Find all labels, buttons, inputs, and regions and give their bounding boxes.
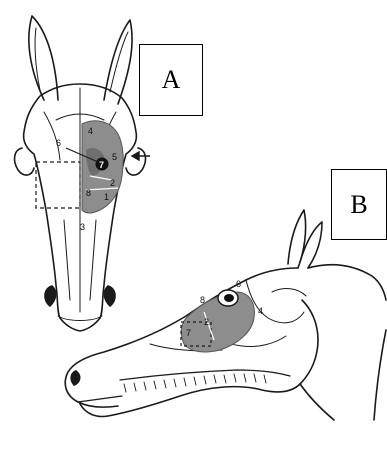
panel-label-b: B — [331, 169, 387, 240]
frontal-number: 6 — [56, 138, 61, 148]
dashed-box-frontal — [36, 162, 80, 208]
neck-front — [300, 384, 334, 420]
sinus-region-lateral — [181, 292, 254, 352]
panel-label-a-text: A — [162, 65, 181, 95]
lateral-eye — [218, 290, 238, 306]
frontal-number: 4 — [88, 126, 93, 136]
lateral-ear-2 — [300, 222, 322, 268]
frontal-number: 8 — [86, 188, 91, 198]
neck-top — [308, 265, 386, 300]
lateral-number: 4 — [258, 306, 263, 316]
horse-skull-frontal-icon — [15, 16, 146, 331]
right-nostril — [104, 286, 115, 306]
left-nostril — [45, 286, 56, 306]
lateral-ear-1 — [288, 210, 306, 268]
lateral-number: 2 — [204, 317, 209, 327]
panel-label-b-text: B — [350, 190, 367, 220]
lateral-number: 6 — [236, 279, 241, 289]
frontal-number: 7 — [99, 160, 104, 170]
lateral-nostril — [70, 370, 80, 386]
neck-back — [374, 330, 386, 420]
lateral-number: 8 — [200, 295, 205, 305]
frontal-number: 5 — [112, 152, 117, 162]
frontal-number: 2 — [110, 178, 115, 188]
lateral-number: 7 — [186, 328, 191, 338]
left-ear — [29, 16, 58, 100]
lower-jaw — [80, 384, 300, 417]
arrow-icon — [132, 152, 150, 160]
panel-label-a: A — [139, 44, 203, 116]
frontal-number: 1 — [104, 192, 109, 202]
frontal-number: 3 — [80, 222, 85, 232]
